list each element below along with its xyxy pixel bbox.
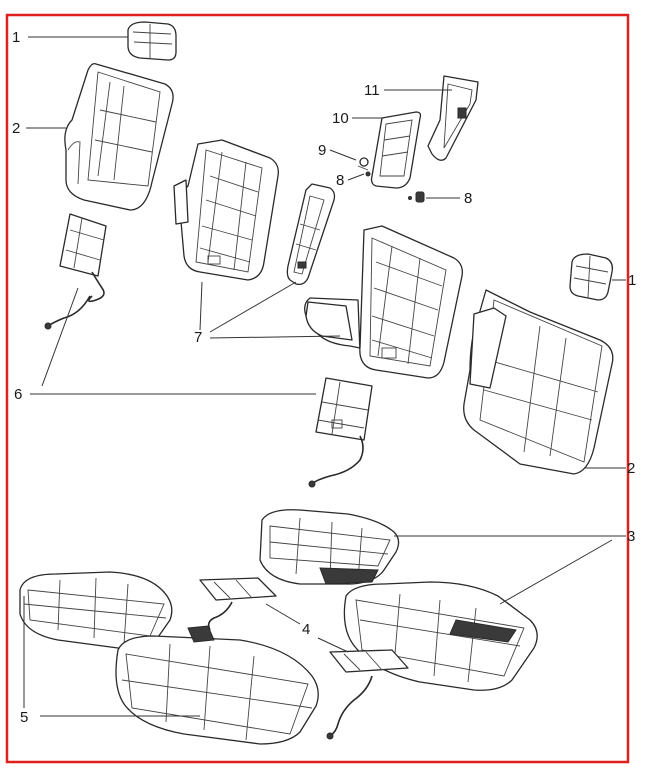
- headrest-left: [127, 21, 177, 61]
- fastener-8a: [365, 171, 371, 177]
- cushion-upper: [259, 509, 400, 585]
- callout-8-left: 8: [336, 172, 344, 189]
- cushion-lower-right: [343, 581, 538, 691]
- armrest-cup-holder: [370, 111, 422, 189]
- bezel-trim: [427, 75, 479, 161]
- clip-9: [357, 157, 369, 171]
- callout-8-right: 8: [464, 190, 472, 207]
- callout-3: 3: [627, 528, 635, 545]
- cushion-lower-center: [115, 625, 319, 745]
- callout-11: 11: [364, 82, 380, 99]
- seat-back-frame-center: [173, 139, 279, 281]
- headrest-right: [569, 253, 614, 301]
- heater-pad-center: [308, 377, 373, 488]
- callout-5: 5: [20, 709, 28, 726]
- callout-6: 6: [14, 386, 22, 403]
- callout-9: 9: [318, 142, 326, 159]
- callout-1-top: 1: [12, 29, 20, 46]
- heater-mat-upper: [199, 577, 277, 631]
- border: [5, 13, 630, 764]
- seat-back-cover-left: [64, 62, 174, 211]
- heater-mat-lower: [326, 649, 409, 740]
- callout-1-right: 1: [628, 272, 636, 289]
- heater-pad-left: [44, 213, 107, 330]
- fastener-8b: [408, 191, 425, 203]
- seat-back-frame-right: [304, 225, 463, 379]
- callout-4: 4: [302, 621, 310, 638]
- seat-back-cover-right: [463, 289, 614, 475]
- callout-7: 7: [194, 329, 202, 346]
- callout-2-right: 2: [627, 460, 635, 477]
- callout-10: 10: [332, 110, 349, 127]
- callout-2-left: 2: [12, 120, 20, 137]
- cushion-lower-left: [19, 571, 173, 649]
- armrest-center: [286, 183, 336, 286]
